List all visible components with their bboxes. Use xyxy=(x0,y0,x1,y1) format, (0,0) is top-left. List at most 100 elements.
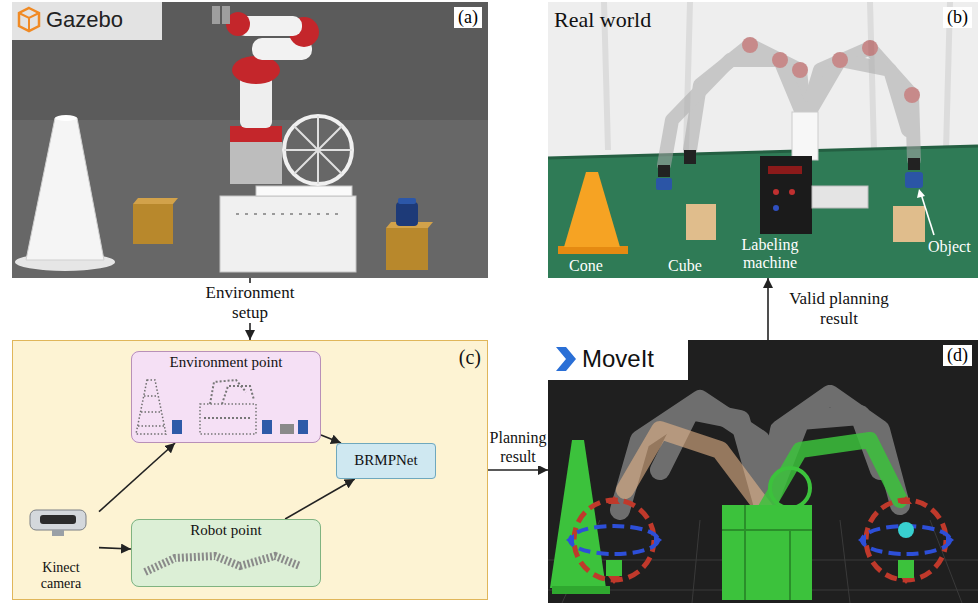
wood-cube xyxy=(686,204,716,240)
cube-top xyxy=(133,198,178,204)
machine-stand xyxy=(792,112,818,160)
device-label: Kinect camera xyxy=(29,560,93,592)
reel-spokes xyxy=(284,116,352,184)
photo-label-holder: Object xyxy=(928,238,971,256)
panel-grounds xyxy=(12,2,978,603)
robot-joint xyxy=(232,56,280,84)
scene-art xyxy=(15,6,954,600)
robot-points xyxy=(145,556,300,572)
machine-points xyxy=(204,380,254,418)
panel-tag: (b) xyxy=(943,7,972,28)
pipeline-background xyxy=(12,340,488,600)
target-object xyxy=(905,172,923,188)
cone-model xyxy=(26,118,104,260)
ring-arrow xyxy=(608,496,620,504)
robot-joint xyxy=(742,37,758,53)
edge-label-holder: Planning result xyxy=(489,429,547,466)
robot-joint xyxy=(832,52,848,68)
camera-node: Kinect camera xyxy=(23,496,99,596)
object-cap xyxy=(398,198,416,204)
ring-arrow xyxy=(900,496,912,504)
edge-label-holder: Valid planning result xyxy=(778,289,900,328)
pipeline-panel: (c)Kinect cameraEnvironment pointRobot p… xyxy=(12,340,488,600)
sim-panel: Gazebo(a) xyxy=(12,2,488,278)
held-object xyxy=(656,178,672,190)
pose-ring xyxy=(866,500,946,580)
labeling-machine xyxy=(760,156,812,234)
ring-arrow xyxy=(566,534,574,546)
rviz-background xyxy=(548,340,978,603)
cone-points xyxy=(136,380,166,434)
object-model xyxy=(396,202,418,226)
machine-rollers xyxy=(236,213,340,215)
labeling-machine-model xyxy=(220,196,356,272)
photo-label: Labeling machine xyxy=(726,236,814,273)
flow-arrow xyxy=(767,278,769,340)
point-cloud-box: Robot point xyxy=(131,519,321,587)
sim-background xyxy=(12,2,488,278)
robot-ghost xyxy=(805,60,908,130)
machine-display xyxy=(768,166,802,174)
machine-button xyxy=(773,205,779,211)
machine-button xyxy=(773,189,779,195)
flow-arrow xyxy=(285,479,355,519)
box-fill xyxy=(131,519,321,587)
cube-model xyxy=(133,204,173,244)
robot-ghosts xyxy=(664,37,920,165)
photo-label-holder: Cone xyxy=(569,257,603,275)
robot-joint xyxy=(792,62,808,78)
robot-base xyxy=(230,140,282,184)
flow-arrow xyxy=(99,548,131,549)
panel-title: MoveIt xyxy=(582,345,654,373)
panel-title: Real world xyxy=(554,7,651,32)
machine-deck xyxy=(256,186,352,196)
box-fill xyxy=(336,443,436,479)
object-collision xyxy=(606,560,622,576)
robot-joint xyxy=(904,87,920,103)
cube-points xyxy=(280,424,294,434)
photo-label: Cube xyxy=(668,257,702,275)
cube-model xyxy=(386,228,428,270)
ring-arrow xyxy=(946,534,954,546)
cone-points xyxy=(138,396,164,426)
edge-label-holder: Environment setup xyxy=(197,283,303,322)
robot-pose xyxy=(620,400,765,510)
edge-label: Valid planning result xyxy=(778,289,900,328)
photo-backdrop xyxy=(548,2,978,278)
photo-label-holder: Cube xyxy=(668,257,702,275)
robot-pose xyxy=(765,395,900,510)
cone-collision xyxy=(550,440,606,588)
robot-joint xyxy=(862,40,878,56)
panel-tag: (d) xyxy=(943,345,972,366)
cone-top xyxy=(55,115,77,121)
object-points xyxy=(298,420,308,434)
connectors xyxy=(99,278,768,549)
flow-arrow xyxy=(321,435,341,443)
ring-arrow xyxy=(654,534,662,546)
target-marker xyxy=(898,522,914,538)
object-points xyxy=(262,420,272,434)
ring-arrow xyxy=(608,576,620,584)
title-patch xyxy=(12,2,162,40)
photo-label: Object xyxy=(928,238,971,256)
flow-arrow xyxy=(99,443,175,512)
network-box: BRMPNet xyxy=(336,443,436,479)
edge-label: Planning result xyxy=(489,429,547,466)
wood-cube xyxy=(893,206,925,242)
planned-poses xyxy=(620,395,900,510)
gripper xyxy=(908,158,920,170)
cone-base xyxy=(552,586,610,594)
start-pose xyxy=(625,430,765,510)
panel-title: Gazebo xyxy=(46,7,123,32)
machine-collision xyxy=(722,505,812,600)
robot-ghost xyxy=(664,60,805,165)
box-fill xyxy=(131,351,321,443)
robot-ghost xyxy=(805,48,914,160)
rviz-panel: MoveIt (d) xyxy=(548,340,978,603)
gazebo-logo xyxy=(19,13,39,31)
machine-edges xyxy=(722,505,812,600)
gripper-finger xyxy=(222,6,230,24)
panel-tag: (c) xyxy=(459,346,481,369)
leader-line xyxy=(921,194,934,235)
